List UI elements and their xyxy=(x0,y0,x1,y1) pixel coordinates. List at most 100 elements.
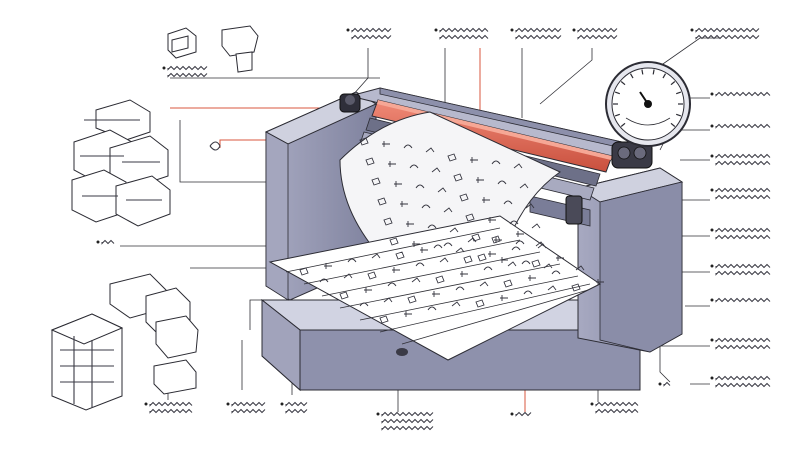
schematic-mark xyxy=(412,241,420,247)
schematic-mark xyxy=(367,271,377,280)
schematic-mark xyxy=(439,257,449,263)
schematic-mark xyxy=(324,263,332,269)
schematic-mark xyxy=(431,167,441,173)
schematic-mark xyxy=(463,255,473,264)
gauge-tick xyxy=(670,122,676,127)
schematic-mark xyxy=(523,290,533,295)
schematic-mark xyxy=(531,223,541,229)
schematic-mark xyxy=(500,295,508,301)
schematic-mark xyxy=(476,177,484,183)
schematic-mark xyxy=(528,275,536,281)
schematic-mark xyxy=(531,259,541,268)
callout-label xyxy=(280,401,308,414)
schematic-mark xyxy=(455,286,465,291)
schematic-mark xyxy=(488,217,496,223)
schematic-mark xyxy=(432,291,440,297)
schematic-mark xyxy=(299,267,309,276)
schematic-mark xyxy=(475,299,485,308)
schematic-mark xyxy=(443,242,453,247)
callout-label xyxy=(226,401,266,414)
schematic-mark xyxy=(387,282,397,287)
schematic-mark xyxy=(497,180,507,185)
callout-label xyxy=(710,153,771,166)
schematic-mark xyxy=(491,160,501,165)
schematic-mark xyxy=(547,285,557,291)
schematic-mark xyxy=(359,137,369,146)
schematic-mark xyxy=(382,141,390,147)
schematic-mark xyxy=(491,235,501,244)
schematic-mark xyxy=(407,295,417,304)
schematic-mark xyxy=(525,203,535,209)
schematic-mark xyxy=(383,217,393,226)
schematic-mark xyxy=(509,220,519,225)
gauge-tick xyxy=(614,91,621,95)
callout-label xyxy=(710,337,771,350)
schematic-mark xyxy=(435,275,445,284)
schematic-mark xyxy=(449,227,459,233)
schematic-mark xyxy=(447,153,457,162)
schematic-mark xyxy=(395,251,405,260)
schematic-mark xyxy=(415,262,425,267)
gauge-tick xyxy=(641,69,644,75)
schematic-mark xyxy=(465,213,475,222)
schematic-mark xyxy=(507,261,517,267)
gauge-tick xyxy=(614,113,621,117)
callout-labels xyxy=(96,27,771,431)
schematic-mark xyxy=(400,201,408,207)
gauge-tick xyxy=(670,81,676,86)
schematic-mark xyxy=(392,267,400,273)
callout-label xyxy=(710,375,771,388)
schematic-mark xyxy=(503,200,513,205)
schematic-mark xyxy=(451,301,461,307)
gauge-tick xyxy=(629,73,634,79)
schematic-mark xyxy=(470,157,478,163)
callout-label xyxy=(144,401,193,414)
schematic-mark xyxy=(409,164,419,169)
gauge-tick xyxy=(652,69,655,75)
schematic-mark xyxy=(459,193,469,202)
schematic-mark xyxy=(421,204,431,209)
exploded-part-icon xyxy=(50,25,259,411)
schematic-mark xyxy=(467,237,477,243)
callout-label xyxy=(376,411,434,431)
schematic-mark xyxy=(477,253,487,262)
callout-label xyxy=(572,27,618,40)
pressure-gauge-icon xyxy=(605,61,691,147)
schematic-mark xyxy=(415,184,425,189)
callout-label xyxy=(510,27,562,40)
schematic-mark xyxy=(319,278,329,283)
sheet-schematic-marks xyxy=(299,137,604,324)
schematic-mark xyxy=(479,281,489,287)
schematic-mark xyxy=(575,265,585,271)
schematic-mark xyxy=(519,183,529,189)
schematic-mark xyxy=(500,257,508,263)
schematic-mark xyxy=(425,147,435,153)
callout-label xyxy=(710,297,771,303)
callout-label xyxy=(96,239,115,245)
schematic-mark xyxy=(488,251,496,257)
schematic-mark xyxy=(556,255,564,261)
callout-label xyxy=(690,27,760,40)
schematic-mark xyxy=(388,161,396,167)
schematic-mark xyxy=(571,283,581,292)
paper-sheets xyxy=(268,111,601,361)
callout-label xyxy=(710,123,771,129)
schematic-mark xyxy=(471,233,481,242)
callout-label xyxy=(710,227,771,240)
schematic-mark xyxy=(420,247,428,253)
schematic-mark xyxy=(347,258,357,263)
schematic-mark xyxy=(379,315,389,324)
schematic-mark xyxy=(377,197,387,206)
gauge-tick xyxy=(620,122,626,127)
callout-label xyxy=(434,27,489,40)
schematic-mark xyxy=(437,187,447,193)
callout-label xyxy=(510,411,532,417)
control-knob-icon xyxy=(611,141,653,169)
schematic-mark xyxy=(364,287,372,293)
schematic-mark xyxy=(521,260,531,265)
schematic-mark xyxy=(453,173,463,182)
schematic-mark xyxy=(394,181,402,187)
gauge-tick xyxy=(675,91,682,95)
